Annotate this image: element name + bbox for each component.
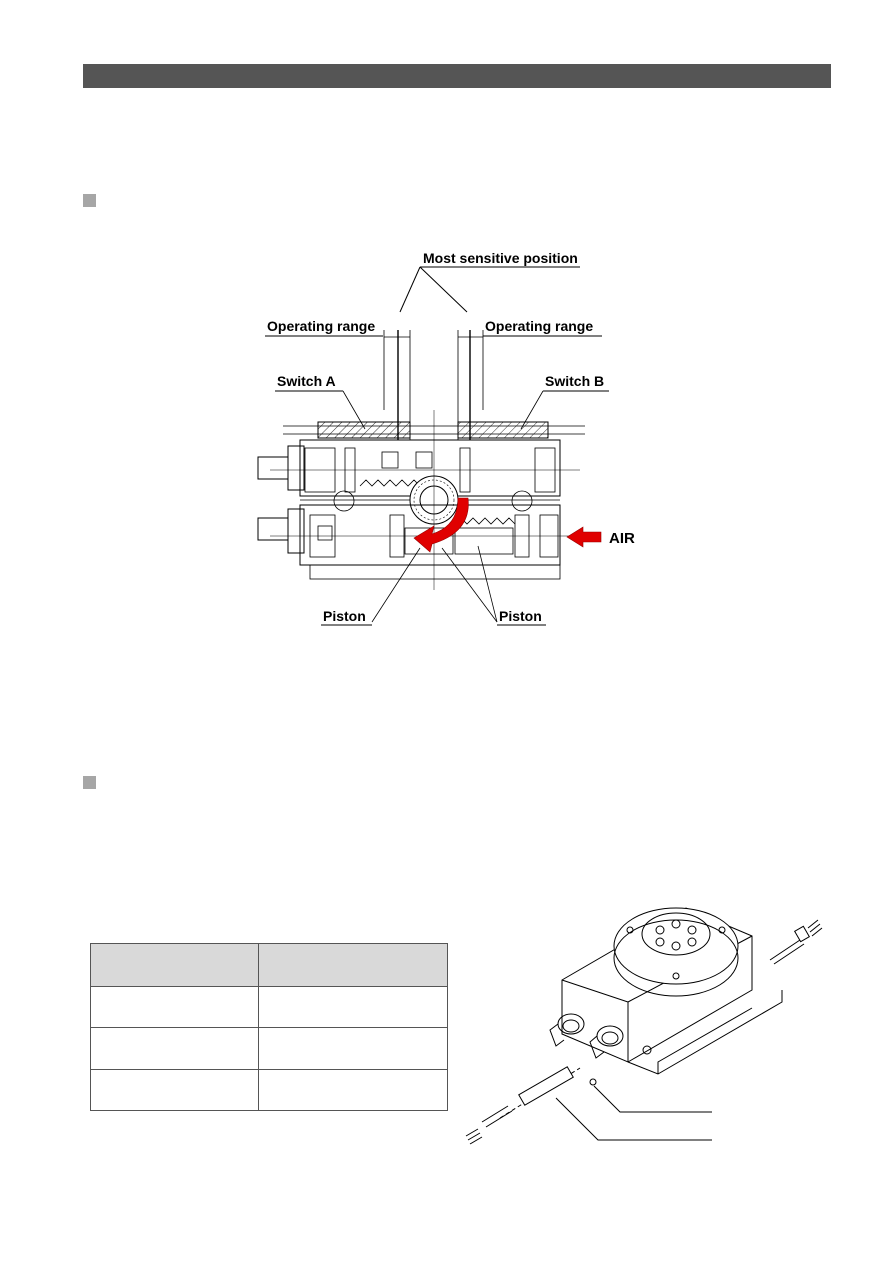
piston-left xyxy=(404,527,454,555)
piston-right xyxy=(454,527,514,555)
table-header-cell xyxy=(257,942,449,988)
table-cell xyxy=(257,1027,449,1070)
spec-table xyxy=(90,942,449,1112)
table-row xyxy=(90,986,449,1029)
section-bullet-square xyxy=(83,776,96,789)
operating-range-left-label: Operating range xyxy=(267,318,375,334)
switch-a xyxy=(317,421,411,439)
table-cell xyxy=(257,986,449,1029)
section-bullet-square xyxy=(83,194,96,207)
section-header-bar xyxy=(83,64,831,88)
table-header-row xyxy=(90,942,449,988)
table-cell xyxy=(90,1068,259,1112)
piston-right-label: Piston xyxy=(499,608,542,624)
most-sensitive-position-label: Most sensitive position xyxy=(423,250,578,266)
rotation-arrow xyxy=(413,497,469,553)
rotary-table xyxy=(613,907,739,985)
table-row xyxy=(90,1027,449,1070)
air-arrow xyxy=(566,526,602,548)
table-cell xyxy=(90,1027,259,1070)
actuator-isometric-drawing xyxy=(465,907,823,1145)
table-row xyxy=(90,1068,449,1112)
switch-a-label: Switch A xyxy=(277,373,336,389)
table-cell xyxy=(90,986,259,1029)
switch-b-label: Switch B xyxy=(545,373,604,389)
switch-b xyxy=(457,421,549,439)
air-label: AIR xyxy=(609,530,635,547)
switch-sensor-body xyxy=(518,1066,574,1106)
operating-range-right-label: Operating range xyxy=(485,318,593,334)
table-header-cell xyxy=(90,942,259,988)
piston-left-label: Piston xyxy=(323,608,366,624)
table-cell xyxy=(257,1068,449,1112)
